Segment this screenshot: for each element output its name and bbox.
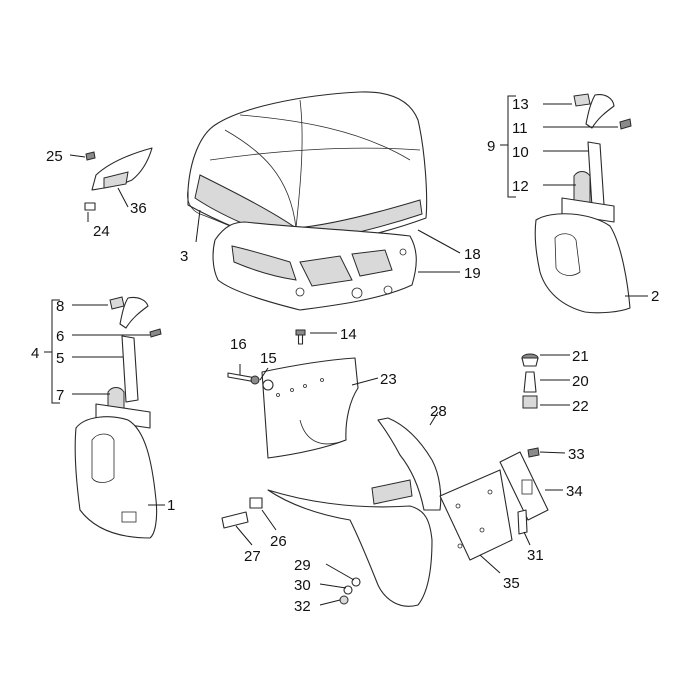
license-plate-bracket [439, 447, 549, 561]
callout-31: 31 [527, 547, 544, 564]
callout-25: 25 [46, 148, 63, 165]
rear-mudguard [221, 417, 442, 607]
callout-27: 27 [244, 548, 261, 565]
top-case-base [212, 221, 417, 311]
callout-12: 12 [512, 178, 529, 195]
callout-35: 35 [503, 575, 520, 592]
callout-34: 34 [566, 483, 583, 500]
callout-5: 5 [56, 350, 64, 367]
callout-15: 15 [260, 350, 277, 367]
callout-10: 10 [512, 144, 529, 161]
callout-4: 4 [31, 345, 39, 362]
leader-lines [69, 103, 648, 606]
callout-21: 21 [572, 348, 589, 365]
callout-7: 7 [56, 387, 64, 404]
callout-1: 1 [167, 497, 175, 514]
callout-33: 33 [568, 446, 585, 463]
callout-13: 13 [512, 96, 529, 113]
callout-32: 32 [294, 598, 311, 615]
callout-26: 26 [270, 533, 287, 550]
group-brackets [44, 95, 516, 404]
callout-3: 3 [180, 248, 188, 265]
callout-11: 11 [512, 120, 528, 137]
right-hinge-assembly [561, 93, 632, 223]
callout-18: 18 [464, 246, 481, 263]
plate-holder [227, 357, 359, 459]
callout-24: 24 [93, 223, 110, 240]
callout-6: 6 [56, 328, 64, 345]
callout-20: 20 [572, 373, 589, 390]
callout-9: 9 [487, 138, 495, 155]
callout-30: 30 [294, 577, 311, 594]
callout-2: 2 [651, 288, 659, 305]
left-side-panel [74, 416, 158, 539]
callout-36: 36 [130, 200, 147, 217]
callout-28: 28 [430, 403, 447, 420]
right-side-panel [534, 213, 631, 314]
callout-29: 29 [294, 557, 311, 574]
top-case-screw [295, 329, 306, 345]
callout-14: 14 [340, 326, 357, 343]
callout-labels: 1 2 3 4 5 6 7 8 9 10 11 12 13 14 15 16 1… [31, 96, 659, 615]
upper-left-bracket [84, 147, 153, 211]
callout-16: 16 [230, 336, 247, 353]
callout-22: 22 [572, 398, 589, 415]
callout-23: 23 [380, 371, 397, 388]
bumper-stack [521, 353, 539, 409]
left-hinge-assembly [95, 296, 162, 429]
callout-19: 19 [464, 265, 481, 282]
callout-8: 8 [56, 298, 64, 315]
